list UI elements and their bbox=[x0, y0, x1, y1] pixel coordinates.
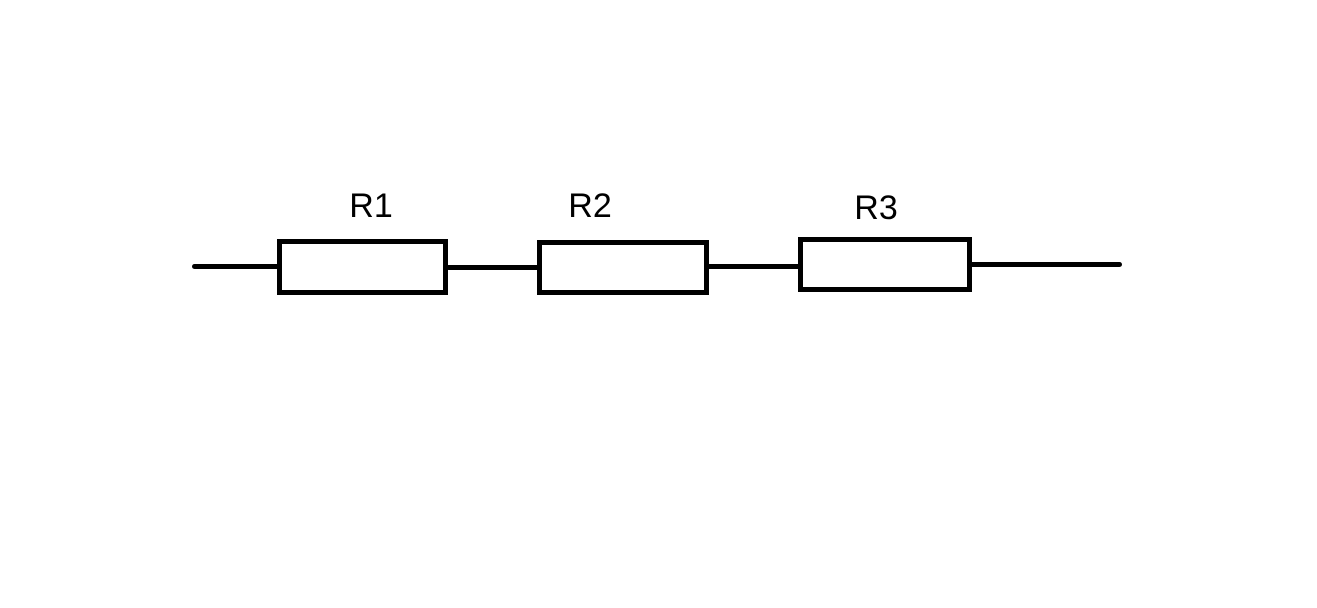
wire-right-lead bbox=[969, 262, 1122, 267]
wire-r1-r2 bbox=[446, 265, 540, 270]
resistor-body-r2 bbox=[537, 240, 709, 295]
resistor-body-r3 bbox=[798, 237, 972, 292]
resistor-label-r1: R1 bbox=[349, 187, 393, 225]
resistor-label-r2: R2 bbox=[568, 187, 612, 225]
resistor-body-r1 bbox=[277, 239, 448, 295]
wire-left-lead bbox=[192, 264, 282, 269]
resistor-label-r3: R3 bbox=[854, 189, 898, 227]
wire-r2-r3 bbox=[706, 264, 801, 269]
